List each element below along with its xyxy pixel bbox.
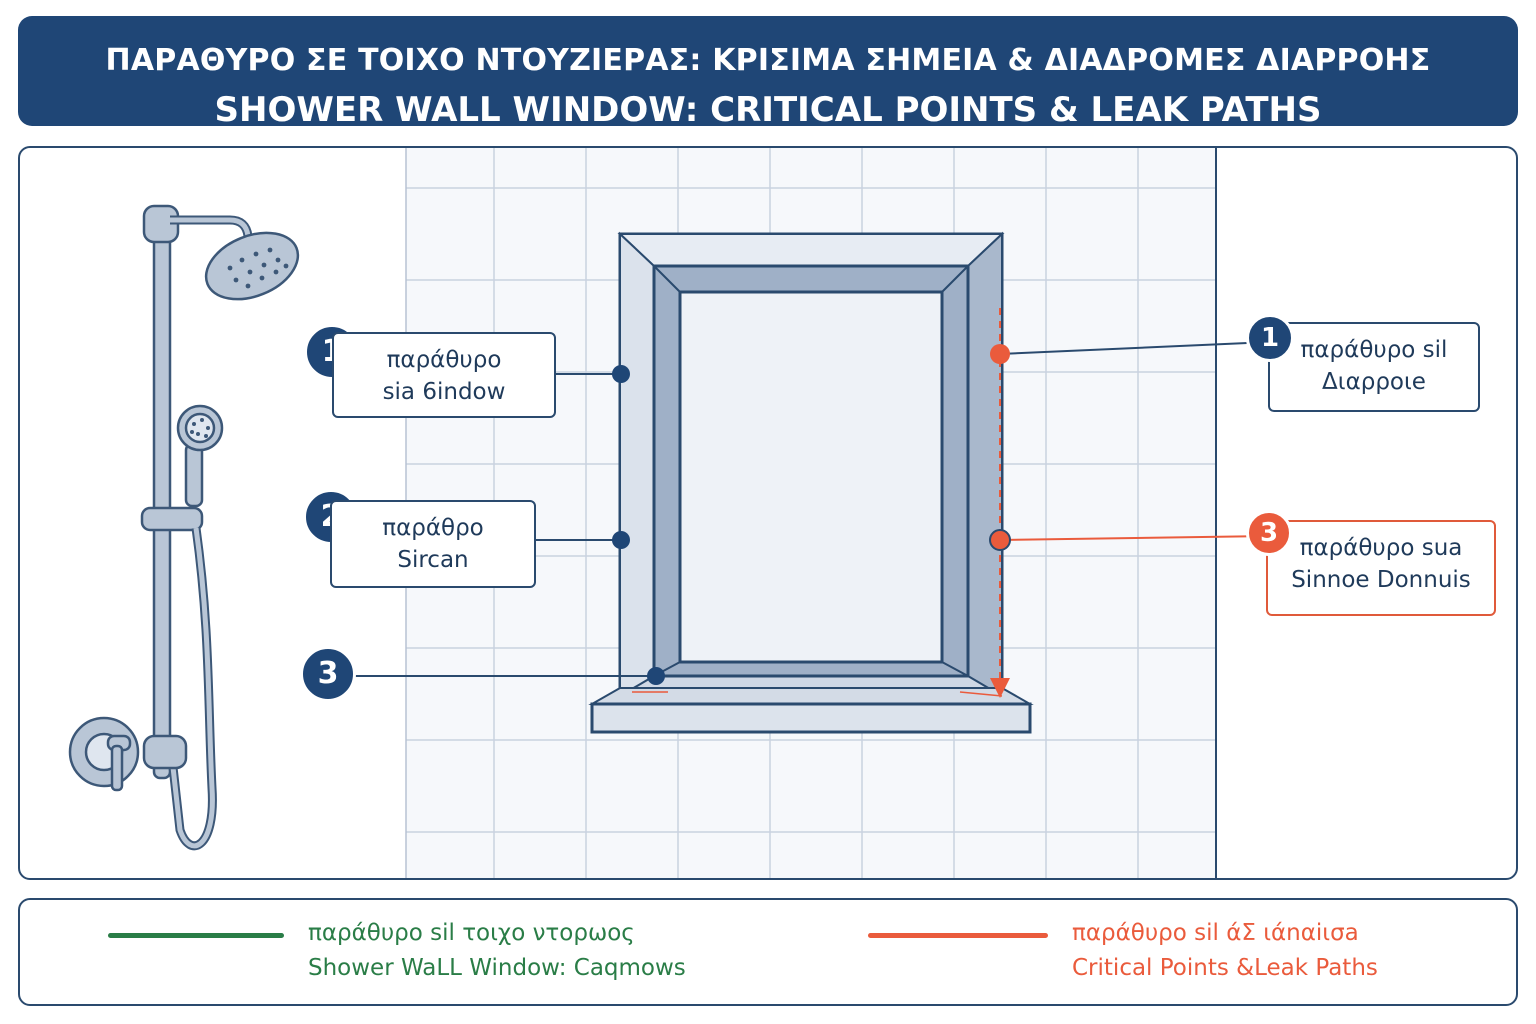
callout-right-3: παράθυρο sua Sinnoe Donnuis xyxy=(1266,520,1496,616)
window-assembly xyxy=(588,231,1034,734)
callout-left-2-line2: Sircan xyxy=(397,547,469,573)
legend-panel: παράθυρο sil τοιχο ντορωος Shower WaLL W… xyxy=(18,898,1518,1006)
callout-right-3-line1: παράθυρο sua xyxy=(1299,535,1463,561)
hand-shower-icon xyxy=(176,404,224,508)
callout-left-3-badge: 3 xyxy=(300,646,356,702)
callout-left-2-line1: παράθρο xyxy=(382,515,484,541)
mixer-valve-icon xyxy=(68,716,140,792)
diagram-panel: 1 παράθυρο sia 6indow 2 παράθρο Sircan 3… xyxy=(18,146,1518,880)
title-greek: ΠΑΡΑΘΥΡΟ ΣΕ ΤΟΙΧΟ ΝΤΟΥΖΙΕΡΑΣ: ΚΡΙΣΙΜΑ ΣΗ… xyxy=(105,43,1431,78)
legend-red-line xyxy=(868,933,1048,938)
legend-green-line xyxy=(108,933,284,938)
legend-red-text-2: Critical Points &Leak Paths xyxy=(1072,955,1378,981)
callout-left-1-line2: sia 6indow xyxy=(382,379,506,405)
callout-right-1-badge: 1 xyxy=(1246,314,1294,362)
callout-right-3-badge: 3 xyxy=(1246,510,1292,556)
callout-left-1: παράθυρο sia 6indow xyxy=(332,332,556,418)
shower-assembly xyxy=(68,204,300,851)
shower-head-icon xyxy=(204,231,300,301)
legend-red-text-1: παράθυρο sil άΣ ιάnαiισa xyxy=(1072,920,1359,946)
diagram-canvas xyxy=(68,148,1271,878)
legend-green-text-1: παράθυρο sil τοιχο ντορωος xyxy=(308,920,635,946)
connector-dots xyxy=(612,344,1011,685)
callout-left-2: παράθρο Sircan xyxy=(330,500,536,588)
connector-lines xyxy=(354,341,1271,677)
callout-right-1-line2: Διαρροιe xyxy=(1322,369,1426,395)
title-english: SHOWER WALL WINDOW: CRITICAL POINTS & LE… xyxy=(214,90,1322,130)
legend-green-text-2: Shower WaLL Window: Caqmows xyxy=(308,955,686,981)
callout-right-3-line2: Sinnoe Donnuis xyxy=(1291,567,1471,593)
title-banner: ΠΑΡΑΘΥΡΟ ΣΕ ΤΟΙΧΟ ΝΤΟΥΖΙΕΡΑΣ: ΚΡΙΣΙΜΑ ΣΗ… xyxy=(18,16,1518,130)
callout-left-1-line1: παράθυρο xyxy=(386,347,502,373)
callout-right-1-line1: παράθυρο sil xyxy=(1300,337,1448,363)
callout-right-1: παράθυρο sil Διαρροιe xyxy=(1268,322,1480,412)
